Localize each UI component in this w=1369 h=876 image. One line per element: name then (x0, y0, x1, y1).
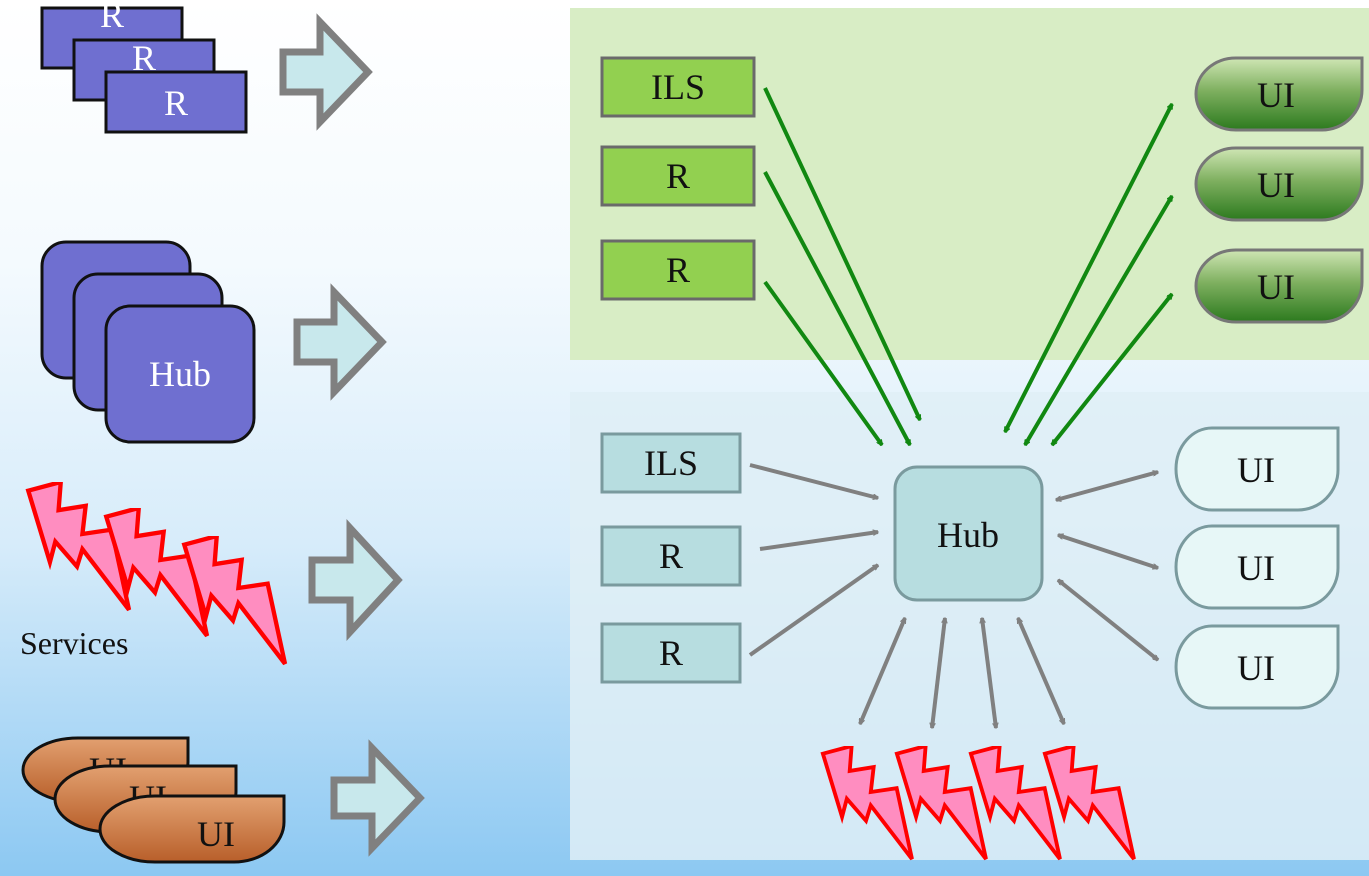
bottom-ui-2: UI (1174, 524, 1340, 610)
gray-arrow-r2-hub (748, 563, 878, 657)
gray-arrow-hub-ui3 (1058, 578, 1158, 662)
bottom-source-ils: ILS (600, 432, 742, 494)
block-arrow-2 (293, 283, 387, 401)
hub-node: Hub (893, 465, 1044, 602)
top-ui-1-label: UI (1257, 75, 1295, 115)
ui-card-3: UI (98, 794, 286, 864)
green-arrow-ils-hub (763, 87, 922, 420)
gray-arrow-ils-hub (749, 463, 878, 498)
gray-arrow-r1-hub (759, 532, 878, 551)
bottom-ui-1-label: UI (1237, 450, 1275, 490)
green-arrow-r1-hub (763, 171, 912, 445)
gray-arrow-hub-service2 (932, 618, 945, 728)
top-source-ils: ILS (600, 56, 756, 118)
ui-stack: UI UI UI (21, 736, 286, 864)
gray-arrow-hub-service1 (858, 618, 907, 724)
top-source-ils-label: ILS (651, 67, 705, 107)
repo-card-3: R (104, 70, 248, 134)
hub-stack: Hub (40, 240, 256, 444)
repository-stack: R R R (40, 0, 248, 134)
top-source-r-2: R (600, 239, 756, 301)
repo-card-1-label: R (100, 0, 124, 35)
block-arrow-1 (279, 13, 373, 131)
gray-arrow-hub-service4 (1016, 618, 1066, 724)
bottom-source-r-1: R (600, 525, 742, 587)
gray-arrow-hub-ui2 (1058, 533, 1158, 570)
repo-card-3-label: R (164, 83, 188, 123)
green-arrow-hub-ui3 (1050, 294, 1174, 445)
gray-connectors (748, 463, 1158, 728)
services-group: Services (20, 482, 285, 664)
green-connectors (763, 87, 1174, 445)
bottom-source-r-2: R (600, 622, 742, 684)
bottom-source-ils-label: ILS (644, 443, 698, 483)
bottom-source-r-1-label: R (659, 536, 683, 576)
hub-node-label: Hub (937, 515, 999, 555)
top-ui-2: UI (1194, 146, 1364, 222)
hub-card-3-label: Hub (149, 354, 211, 394)
services-label: Services (20, 625, 128, 661)
block-arrow-4 (330, 739, 425, 857)
top-source-r-1-label: R (666, 156, 690, 196)
top-source-r-2-label: R (666, 250, 690, 290)
bottom-ui-1: UI (1174, 426, 1340, 512)
gray-arrow-hub-service3 (982, 618, 996, 728)
hub-card-3: Hub (104, 304, 256, 444)
top-ui-3: UI (1194, 248, 1364, 324)
ui-card-3-label: UI (197, 814, 235, 854)
gray-arrow-hub-ui1 (1056, 472, 1158, 500)
bottom-ui-3: UI (1174, 624, 1340, 710)
bottom-source-r-2-label: R (659, 633, 683, 673)
service-bolt-icon-3 (184, 536, 285, 664)
bottom-ui-2-label: UI (1237, 548, 1275, 588)
green-arrow-r2-hub (763, 280, 884, 445)
top-ui-2-label: UI (1257, 165, 1295, 205)
top-source-r-1: R (600, 145, 756, 207)
block-arrow-3 (308, 519, 403, 641)
top-ui-1: UI (1194, 56, 1364, 132)
bottom-ui-3-label: UI (1237, 648, 1275, 688)
top-ui-3-label: UI (1257, 267, 1295, 307)
